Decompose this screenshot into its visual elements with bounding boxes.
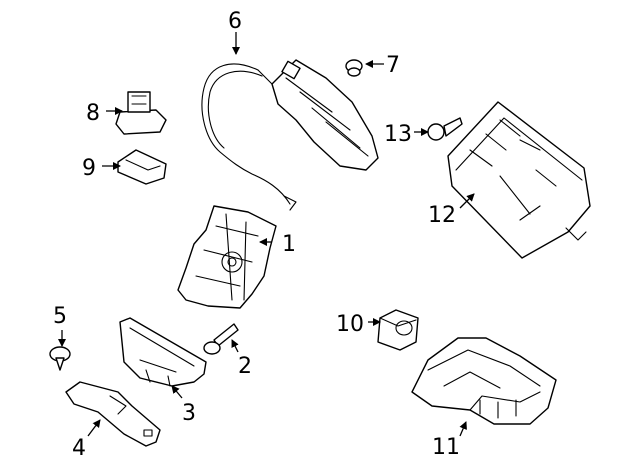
part-3-handle (119, 317, 207, 387)
callout-13: 13 (384, 122, 412, 147)
callout-12: 12 (428, 203, 456, 228)
callout-2: 2 (238, 354, 252, 379)
callout-7: 7 (386, 53, 400, 78)
part-9-button (117, 149, 167, 185)
part-10-sensor (377, 309, 419, 351)
leader-12 (459, 193, 475, 209)
callout-3: 3 (182, 401, 196, 426)
leader-4 (87, 419, 101, 437)
callout-5: 5 (53, 304, 67, 329)
callout-9: 9 (82, 156, 96, 181)
leader-2 (231, 339, 239, 353)
part-11-housing (411, 337, 557, 425)
callout-4: 4 (72, 436, 86, 461)
callout-8: 8 (86, 101, 100, 126)
callout-6: 6 (228, 9, 242, 34)
callout-11: 11 (432, 435, 460, 460)
leader-3 (171, 385, 183, 399)
leader-11 (459, 421, 467, 437)
part-8-switch (115, 91, 167, 135)
part-2-bolt (203, 323, 239, 355)
part-1-latch (177, 205, 277, 309)
part-5-screw (49, 346, 71, 371)
callout-1: 1 (282, 232, 296, 257)
part-6-actuator-cable (201, 59, 379, 211)
part-12-control-module (447, 101, 591, 259)
callout-10: 10 (336, 312, 364, 337)
part-4-bracket (65, 381, 161, 447)
part-13-push-pin (427, 117, 463, 141)
part-7-clip (345, 59, 363, 77)
